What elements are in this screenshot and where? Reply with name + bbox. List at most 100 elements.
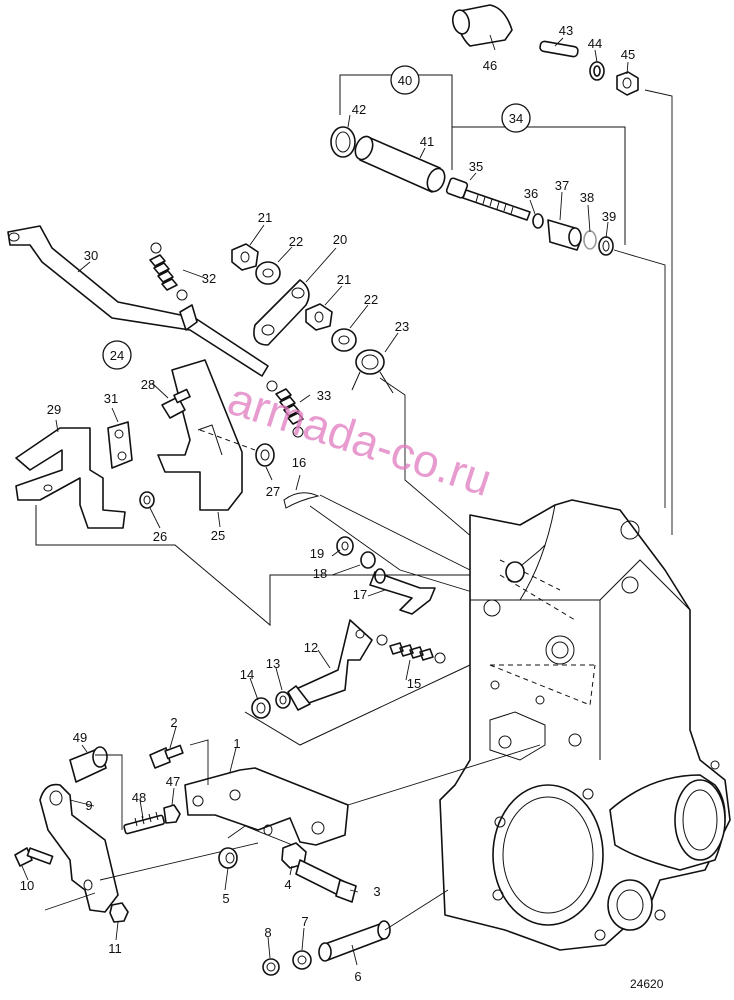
label-part-44: 44 [588,36,602,51]
label-part-10: 10 [20,878,34,893]
label-part-30: 30 [84,248,98,263]
part-41-tube [354,135,446,193]
transmission-housing [439,499,731,951]
part-38-ring [583,230,597,250]
part-26-washer [139,491,155,509]
part-14-washer [251,697,271,719]
label-part-37: 37 [555,178,569,193]
label-part-3: 3 [373,884,380,899]
label-part-5: 5 [222,891,229,906]
watermark-text: armada-co.ru [222,372,498,506]
part-43-pin [539,40,579,58]
part-13-washer [275,691,291,709]
label-part-14: 14 [240,667,254,682]
label-part-26: 26 [153,529,167,544]
part-10-bolt [14,847,54,867]
label-part-48: 48 [132,790,146,805]
label-part-21-lower: 21 [337,272,351,287]
part-46-sleeve [451,4,513,47]
part-2-bolt [149,744,184,769]
part-44-washer [589,61,605,81]
label-part-20: 20 [333,232,347,247]
part-45-nut [616,71,639,96]
group-marker-40 [390,65,420,95]
label-part-43: 43 [559,23,573,38]
label-part-11: 11 [108,941,122,956]
part-21-nut-lower [305,303,333,331]
part-8-ring [262,958,280,976]
label-part-31: 31 [104,391,118,406]
part-15-spring [376,634,446,664]
label-part-41: 41 [420,134,434,149]
label-part-33: 33 [317,388,331,403]
part-47-nut [163,804,181,824]
label-part-38: 38 [580,190,594,205]
part-5-bushing [218,847,238,869]
part-20-link [253,279,310,346]
drawing-number: 24620 [630,977,664,991]
label-part-23: 23 [395,319,409,334]
label-part-1: 1 [233,736,240,751]
label-part-9: 9 [85,798,92,813]
ball-joint [505,544,546,583]
label-part-22-lower: 22 [364,292,378,307]
label-part-25: 25 [211,528,225,543]
label-part-36: 36 [524,186,538,201]
label-part-4: 4 [284,877,291,892]
part-39-washer [598,236,614,256]
part-22-washer-lower [331,328,357,352]
label-part-6: 6 [354,969,361,984]
label-part-12: 12 [304,640,318,655]
label-part-22-upper: 22 [289,234,303,249]
label-part-7: 7 [301,914,308,929]
part-16-clip [283,492,320,509]
label-part-2: 2 [170,715,177,730]
label-part-28: 28 [141,377,155,392]
part-9-bracket [39,783,119,913]
part-12-shaft [287,619,373,711]
part-21-nut-upper [231,243,259,271]
part-31-plate [107,421,133,469]
label-group-40: 40 [398,73,412,88]
part-42-ring [330,126,356,158]
part-49-sleeve [69,746,108,783]
part-11-nut [109,902,129,923]
part-22-washer-upper [255,261,281,285]
part-25-bracket [157,359,243,511]
part-36-ring [532,213,544,229]
part-29-bracket [15,427,126,529]
label-part-45: 45 [621,47,635,62]
part-3-bolt [295,859,357,903]
label-part-13: 13 [266,656,280,671]
part-27-washer [255,443,275,467]
part-37-nut [547,219,582,251]
label-group-24: 24 [110,348,124,363]
label-part-18: 18 [313,566,327,581]
label-group-34: 34 [509,111,523,126]
part-18-ring [360,551,376,569]
label-part-15: 15 [407,676,421,691]
part-6-pin [318,920,391,962]
label-part-27: 27 [266,484,280,499]
part-23-torsion-spring [351,349,394,394]
group-marker-34 [501,103,531,133]
part-19-washer [336,536,354,556]
label-part-46: 46 [483,58,497,73]
label-part-32: 32 [202,271,216,286]
part-30-lever [7,225,269,377]
part-48-bolt [123,811,165,835]
label-part-29: 29 [47,402,61,417]
part-35-rod [445,177,531,221]
label-part-8: 8 [264,925,271,940]
label-part-21-upper: 21 [258,210,272,225]
part-33-spring [266,380,304,438]
label-part-16: 16 [292,455,306,470]
part-1-bracket [184,767,349,846]
label-part-39: 39 [602,209,616,224]
label-part-19: 19 [310,546,324,561]
label-part-42: 42 [352,102,366,117]
label-part-49: 49 [73,730,87,745]
part-28-bolt [161,388,191,419]
part-17-shaft [369,568,436,615]
